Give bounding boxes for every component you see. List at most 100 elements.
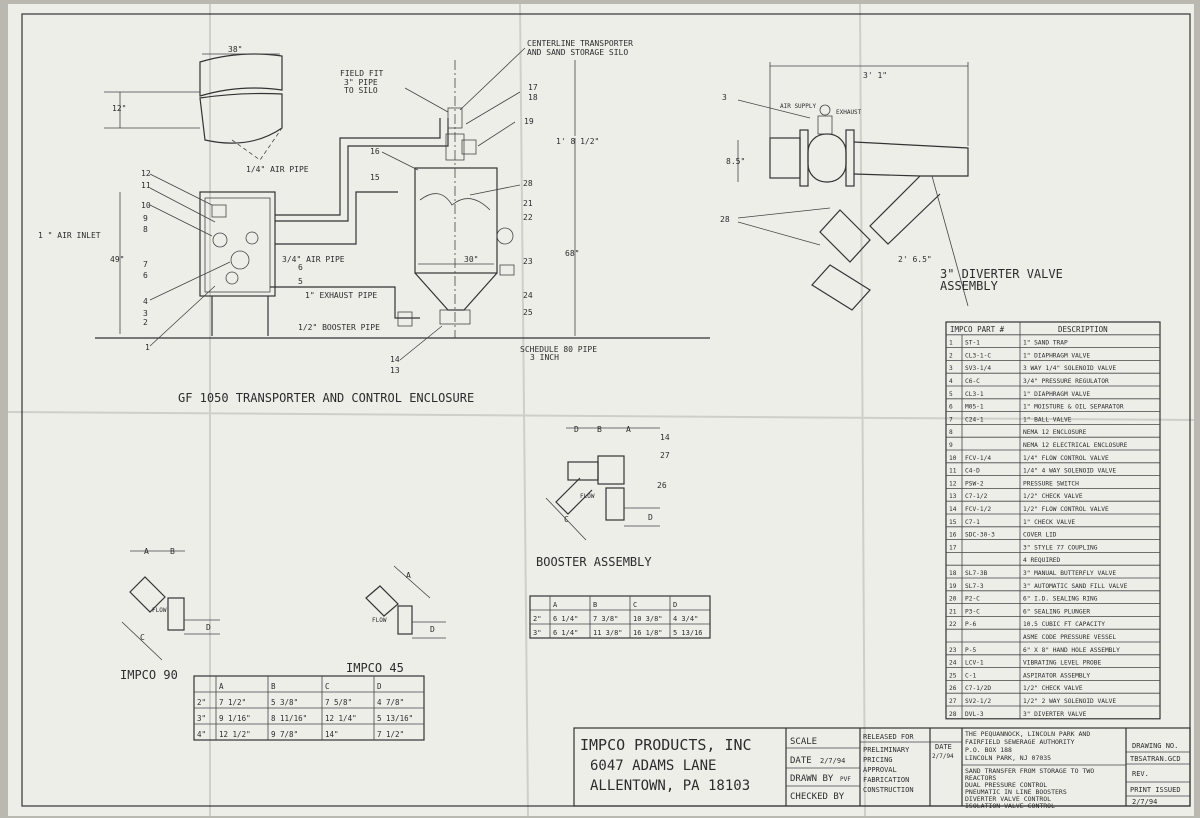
booster-valve	[597, 455, 625, 485]
parts-table-cell: 1/2" CHECK VALVE	[1023, 685, 1083, 692]
dim-letter-c: C	[564, 515, 569, 524]
release-item: PRICING	[863, 756, 893, 764]
callout-booster-pipe: 1/2" BOOSTER PIPE	[298, 323, 380, 332]
parts-table-cell: 25	[949, 672, 957, 679]
callout-air-inlet: 1 " AIR INLET	[38, 231, 101, 240]
item-number: 13	[390, 366, 400, 375]
dim-letter-d: D	[574, 425, 579, 434]
parts-table-cell: 4 REQUIRED	[1023, 557, 1061, 564]
impco-table-cell: 9 1/16"	[219, 714, 251, 723]
impco45-labels: A D FLOW	[372, 571, 435, 634]
leader	[404, 87, 449, 113]
parts-table-cell: SV2-1/2	[965, 698, 991, 705]
impco-table-cell: 9 7/8"	[271, 730, 298, 739]
elbow-90	[129, 576, 166, 613]
parts-table-cell: 6" SEALING PLUNGER	[1023, 608, 1090, 615]
diverter-title-line1: 3" DIVERTER VALVE	[940, 267, 1063, 281]
booster-table-frame	[529, 595, 711, 639]
item-number: 12	[141, 169, 151, 178]
dim-line	[121, 621, 163, 661]
parts-table-cell: 12	[949, 480, 957, 487]
parts-table-cell: C7-1	[965, 519, 980, 526]
callout-exhaust-pipe: 1" EXHAUST PIPE	[305, 291, 377, 300]
parts-table-cell: 11	[949, 468, 957, 475]
parts-table-cell: 3	[949, 365, 953, 372]
parts-table-cell: P-5	[965, 647, 976, 654]
released-for-label: RELEASED FOR	[863, 733, 914, 741]
release-item: CONSTRUCTION	[863, 786, 914, 794]
drawn-by-label: DRAWN BY	[790, 774, 834, 784]
item-number: 17	[528, 83, 538, 92]
leader	[381, 151, 419, 171]
parts-table-cell: 20	[949, 596, 957, 603]
parts-table-cell: VIBRATING LEVEL PROBE	[1023, 660, 1102, 667]
client-line: LINCOLN PARK, NJ 07035	[965, 754, 1051, 762]
dim-38: 38"	[228, 45, 242, 54]
item-number: 2	[143, 318, 148, 327]
transporter-drawing	[95, 47, 710, 361]
dim-line	[545, 497, 587, 541]
vessel-base	[439, 309, 471, 325]
silo-outline	[199, 53, 283, 97]
impco-table-cell: 4 7/8"	[377, 698, 404, 707]
description-line: PNEUMATIC IN LINE BOOSTERS	[965, 788, 1067, 796]
item-number: 6	[298, 263, 303, 272]
parts-table-cell: 3" MANUAL BUTTERFLY VALVE	[1023, 570, 1116, 577]
parts-table-cell: 21	[949, 608, 957, 615]
parts-table-cell: M05-1	[965, 404, 984, 411]
dim-12: 12"	[112, 104, 126, 113]
leader	[737, 221, 821, 246]
dim-8-5: 8.5"	[726, 157, 745, 166]
pipe-branch	[853, 141, 969, 177]
callout-schedule-pipe-2: 3 INCH	[530, 353, 559, 362]
leader	[737, 207, 831, 219]
parts-table-cell: 2	[949, 352, 953, 359]
leader	[149, 285, 216, 347]
client-line: FAIRFIELD SEWERAGE AUTHORITY	[965, 738, 1075, 746]
item-number: 28	[523, 179, 533, 188]
parts-table-cell: C-1	[965, 672, 976, 679]
paper-fold	[7, 411, 1195, 421]
parts-table-frame	[945, 321, 1161, 720]
item-number: 5	[298, 277, 303, 286]
air-pipe	[275, 118, 449, 222]
booster-pipe	[270, 286, 420, 319]
dim-1-8: 1' 8 1/2"	[556, 137, 599, 146]
date-value: 2/7/94	[820, 757, 845, 765]
item-number: 6	[143, 271, 148, 280]
item-number: 24	[523, 291, 533, 300]
item-number: 11	[141, 181, 151, 190]
dim-letter-d: D	[206, 623, 211, 632]
dim-30: 30"	[464, 255, 478, 264]
booster-table-cell: 10 3/8"	[633, 615, 663, 623]
company-address: 6047 ADAMS LANE	[590, 758, 716, 774]
leader	[465, 91, 521, 125]
date-label: DATE	[790, 756, 812, 766]
booster-table-cell: 6 1/4"	[553, 615, 578, 623]
date-column-label: DATE	[935, 743, 952, 751]
dim-letter-b: B	[597, 425, 602, 434]
parts-table-cell: 1" BALL VALVE	[1023, 416, 1072, 423]
dim-68: 68"	[565, 249, 579, 258]
booster-drawing	[545, 427, 660, 541]
impco-table-cell: 2"	[197, 698, 206, 707]
impco-table-cell: 7 5/8"	[325, 698, 352, 707]
parts-table-cell: DVL-3	[965, 711, 984, 718]
impco-table-cell: 5 3/8"	[271, 698, 298, 707]
parts-table-cell: P2-C	[965, 596, 980, 603]
parts-table-cell: P-6	[965, 621, 976, 628]
leader	[149, 261, 231, 301]
parts-table-cell: 1" SAND TRAP	[1023, 340, 1068, 347]
item-number: 26	[657, 481, 667, 490]
elbow-fitting	[397, 605, 413, 635]
enclosure-inner	[204, 197, 271, 293]
booster-table-header: C	[633, 601, 637, 609]
parts-table-cell: FCV-1/4	[965, 455, 991, 462]
print-issued-date: 2/7/94	[1132, 798, 1157, 806]
valve-symbol	[225, 271, 239, 285]
parts-table-cell: 14	[949, 506, 957, 513]
parts-table-cell: 3 WAY 1/4" SOLENOID VALVE	[1023, 365, 1116, 372]
booster-table-header: A	[553, 601, 558, 609]
valve-body	[445, 133, 465, 161]
